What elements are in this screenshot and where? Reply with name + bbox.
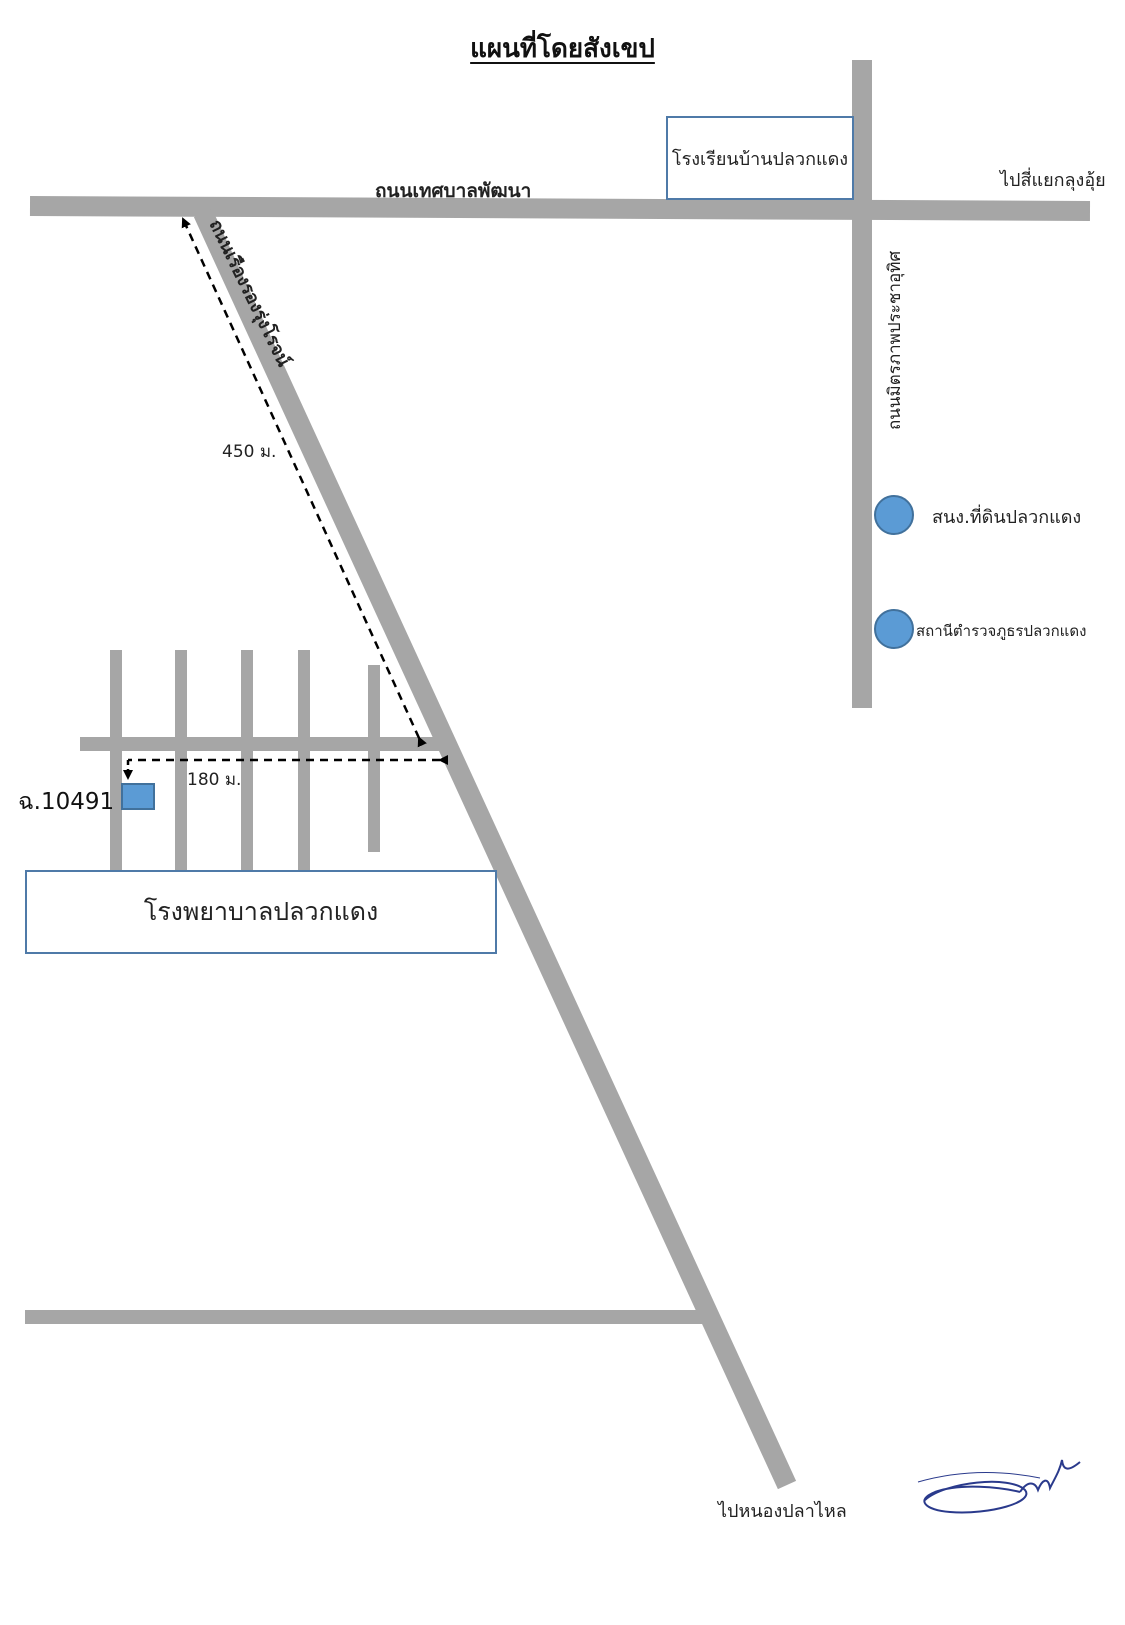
road-main-label: ถนนเทศบาลพัฒนา bbox=[375, 180, 532, 202]
direction-east-label: ไปสี่แยกลุงอุ้ย bbox=[1000, 170, 1106, 191]
police-label: สถานีตำรวจภูธรปลวกแดง bbox=[916, 622, 1087, 640]
school-box: โรงเรียนบ้านปลวกแดง bbox=[666, 116, 854, 200]
road-vertical-label: ถนนมิตรภาพประชาอุทิศ bbox=[885, 250, 905, 430]
parcel-label: ฉ.10491 bbox=[18, 789, 115, 815]
parcel-marker bbox=[121, 783, 155, 810]
land-office-marker bbox=[874, 495, 914, 535]
road-main bbox=[29, 196, 1091, 221]
direction-south-label: ไปหนองปลาไหล bbox=[718, 1501, 847, 1522]
distance-side-label: 180 ม. bbox=[187, 770, 242, 790]
distance-diagonal-label: 450 ม. bbox=[222, 442, 277, 462]
police-marker bbox=[874, 609, 914, 649]
map-title: แผนที่โดยสังเขป bbox=[470, 34, 655, 64]
signature bbox=[917, 1459, 1081, 1514]
distance-arrow-diagonal bbox=[181, 217, 427, 748]
road-diagonal bbox=[193, 208, 797, 1490]
land-office-label: สนง.ที่ดินปลวกแดง bbox=[932, 507, 1082, 528]
hospital-box: โรงพยาบาลปลวกแดง bbox=[25, 870, 497, 954]
